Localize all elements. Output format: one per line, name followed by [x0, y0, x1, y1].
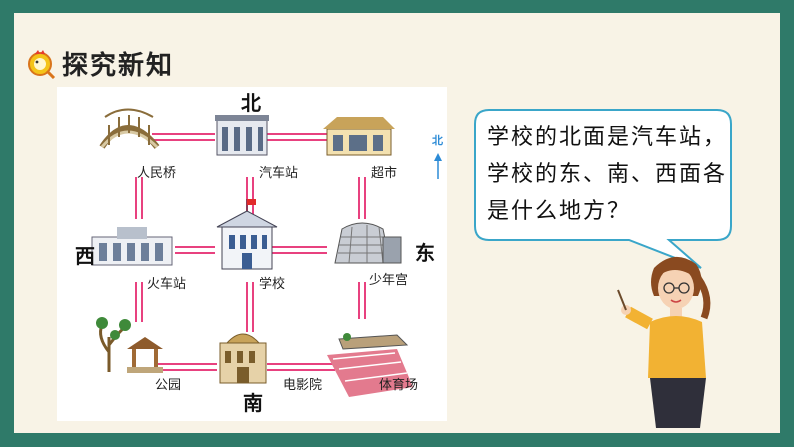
direction-east: 东: [415, 241, 435, 265]
direction-west: 西: [75, 244, 95, 268]
stadium-icon: [327, 333, 413, 397]
place-school: 学校: [259, 277, 286, 292]
roads: [135, 133, 366, 371]
teacher-icon: [617, 256, 711, 428]
place-youth-palace: 少年宫: [369, 273, 409, 288]
place-people-bridge: 人民桥: [137, 166, 177, 181]
direction-north: 北: [241, 91, 261, 115]
bridge-icon: [99, 108, 160, 149]
park-icon: [96, 317, 163, 373]
youth-palace-icon: [334, 222, 402, 264]
direction-south: 南: [243, 391, 263, 415]
place-train-station: 火车站: [147, 277, 187, 292]
north-arrow-icon: [434, 153, 442, 179]
cinema-icon: [219, 333, 267, 384]
slide: 探究新知: [14, 13, 780, 433]
section-title: 探究新知: [62, 51, 175, 81]
map-diagram: [91, 108, 442, 397]
place-cinema: 电影院: [283, 378, 323, 393]
map-panel: 北 南 西 东 北 人民桥 汽车站 超市 火车站 学校 少年宫 公园 电影院 体…: [57, 87, 447, 421]
magnifier-chick-icon: [28, 50, 56, 79]
place-stadium: 体育场: [379, 378, 419, 393]
place-supermarket: 超市: [371, 166, 398, 181]
train-station-icon: [91, 227, 173, 266]
speech-bubble: [474, 109, 732, 269]
place-bus-station: 汽车站: [259, 166, 299, 181]
place-park: 公园: [155, 378, 182, 393]
north-arrow-label: 北: [432, 134, 443, 147]
bus-station-icon: [215, 115, 269, 156]
school-icon: [216, 199, 278, 270]
supermarket-icon: [323, 117, 395, 156]
bubble-text: 学校的北面是汽车站，学校的东、南、西面各是什么地方？: [487, 125, 728, 224]
